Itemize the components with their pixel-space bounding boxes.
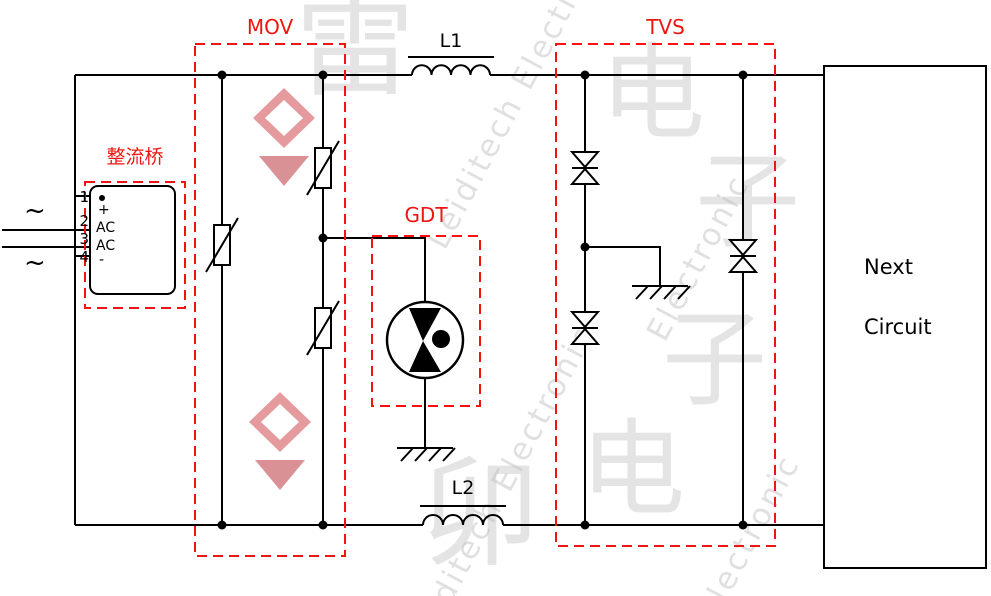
tvs-boundary-box [555,43,776,547]
bridge-pin-1: 1 [79,188,89,206]
ac-source-icon: ~ [24,196,46,226]
gdt-boundary-box [371,235,481,407]
bridge-polarity-dot [99,195,105,201]
mov-varistor-2 [306,140,340,196]
next-circuit-block: Next Circuit [823,65,987,569]
mov-section-label: MOV [246,15,294,39]
tvs-diode-3 [727,239,759,273]
bridge-pin-4: 4 [79,248,89,266]
ground-symbol-tvs [632,285,691,300]
inductor-l1-symbol [408,56,494,76]
main-rail-wires [74,74,823,526]
tvs-diode-2 [569,311,601,345]
inductor-l1-label: L1 [439,30,463,52]
gdt-symbol [385,300,465,380]
mov-boundary-box [194,43,346,557]
tvs-diode-1 [569,151,601,185]
bridge-pin-3: 3 [79,230,89,248]
bridge-terminal-ac1: AC [96,220,116,236]
mov-varistor-3 [306,300,340,356]
bridge-terminal-minus: - [99,252,105,268]
next-circuit-label-line1: Next [864,255,913,279]
bridge-section-label: 整流桥 [106,146,164,168]
ac-input-wires [2,195,90,257]
branch-wires [221,75,744,525]
bridge-terminal-ac2: AC [96,238,116,254]
mov-varistor-1 [205,217,239,273]
rectifier-bridge-symbol [89,185,176,295]
bridge-boundary-box [84,181,186,309]
bridge-pin-2: 2 [79,212,89,230]
gdt-section-label: GDT [404,203,448,227]
ground-symbol-gdt [397,447,456,462]
inductor-l2-label: L2 [451,477,475,499]
tvs-section-label: TVS [646,15,685,39]
inductor-l2-symbol [420,505,506,526]
next-circuit-label-line2: Circuit [864,315,932,339]
junction-dots [217,70,748,530]
ac-source-icon: ~ [24,248,46,278]
bridge-terminal-plus: + [98,202,110,218]
